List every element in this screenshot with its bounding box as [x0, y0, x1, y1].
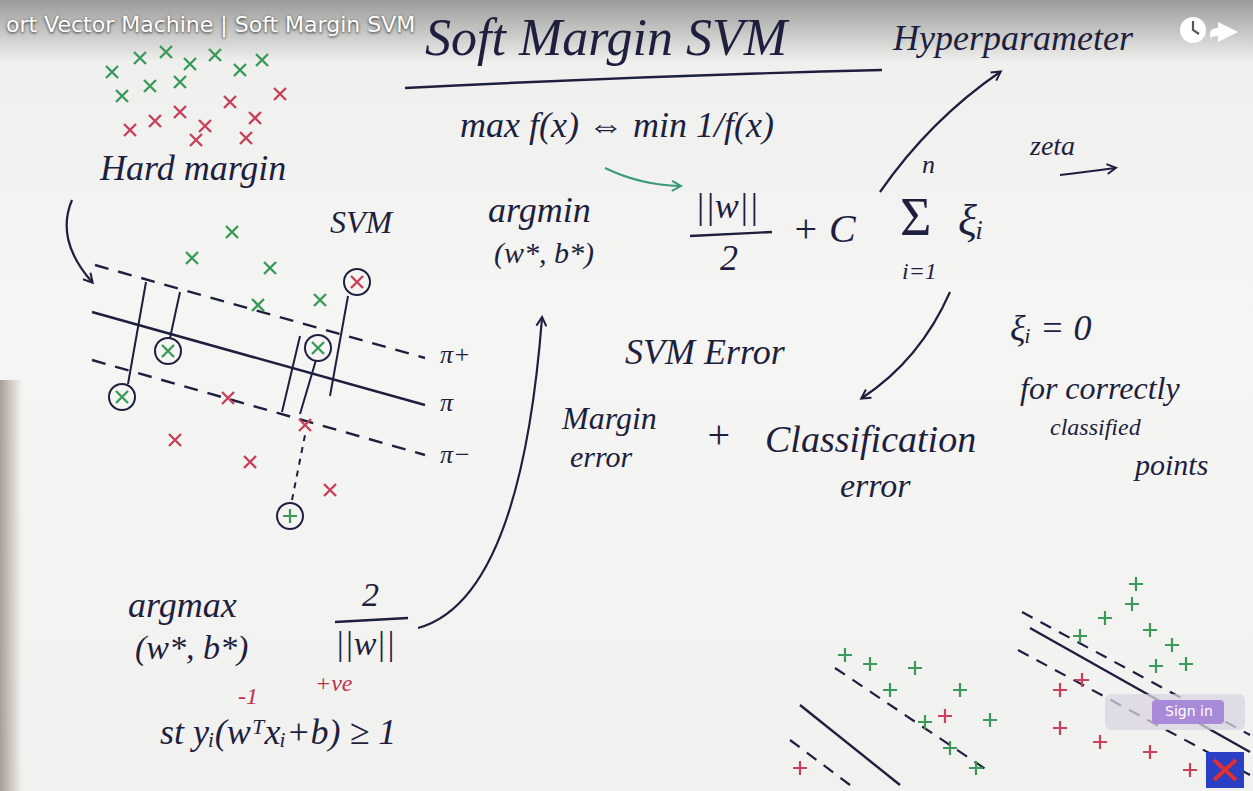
video-title: ort Vector Machine | Soft Margin SVM	[6, 12, 415, 37]
formula: st yᵢ(wᵀxᵢ+b) ≥ 1	[160, 712, 396, 753]
formula: + C	[792, 206, 856, 252]
formula: argmax	[128, 585, 237, 626]
plane-label: π	[440, 388, 453, 418]
note: for correctly	[1020, 370, 1180, 407]
formula: ξᵢ	[958, 196, 984, 247]
note: SVM	[330, 204, 392, 241]
formula: max f(x) ⇔ min 1/f(x)	[460, 105, 774, 146]
note: points	[1135, 448, 1208, 483]
formula: ||w||	[335, 624, 395, 663]
formula: (w*, b*)	[494, 236, 594, 271]
formula: 2	[720, 238, 738, 279]
formula: ||w||	[695, 186, 759, 227]
note: classified	[1050, 414, 1141, 442]
note: zeta	[1030, 130, 1075, 162]
note: +	[705, 412, 732, 458]
plane-label: π−	[440, 440, 471, 470]
plane-label: π+	[440, 340, 471, 370]
note: SVM Error	[625, 332, 785, 373]
formula: Σ	[900, 186, 931, 248]
sign-in-button: Sign in	[1165, 703, 1213, 719]
note: error	[840, 466, 911, 505]
formula: i=1	[902, 258, 937, 286]
note: -1	[238, 683, 258, 711]
note: ξᵢ = 0	[1010, 308, 1091, 349]
note-hyperparameter: Hyperparameter	[893, 18, 1133, 59]
formula: argmin	[488, 190, 591, 231]
note: Margin	[562, 400, 657, 437]
note: +ve	[315, 670, 353, 698]
note: Hard margin	[100, 148, 286, 189]
board-title: Soft Margin SVM	[425, 8, 787, 68]
formula: 2	[362, 575, 379, 614]
note: Classification	[765, 418, 976, 462]
formula: n	[922, 150, 935, 180]
note: error	[570, 440, 632, 475]
formula: (w*, b*)	[135, 628, 248, 667]
